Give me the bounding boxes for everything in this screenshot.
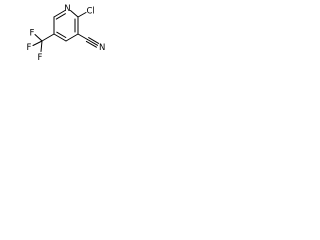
atom-label-fluorine-bottom: F (38, 53, 43, 63)
bond-cf3-f-bottom (40, 40, 43, 52)
bond-c4-c5 (53, 33, 67, 42)
atom-label-fluorine-left: F (27, 43, 32, 53)
bond-c4-c5-double (56, 31, 67, 38)
bond-cn-triple-2 (88, 37, 100, 44)
bond-c5-cf3 (41, 33, 55, 42)
trifluoromethyl-group (32, 33, 55, 52)
bond-cn-triple-3 (85, 40, 97, 48)
molecule-drawing: N Cl N F F F (27, 4, 106, 63)
atom-label-chlorine: Cl (87, 7, 95, 17)
atom-label-nitrile-nitrogen: N (99, 43, 105, 53)
structure-canvas: N Cl N F F F (0, 0, 115, 71)
bond-cn-triple-1 (87, 39, 98, 46)
bond-cf3-f-top (34, 34, 43, 42)
bond-c6-n1-double (55, 13, 66, 20)
bond-c3-c4 (65, 33, 79, 42)
nitrile-group (77, 33, 100, 48)
bond-c2-cl (77, 12, 87, 18)
bond-n1-c2 (70, 10, 79, 18)
atom-label-ring-nitrogen: N (64, 4, 70, 14)
atom-label-fluorine-top: F (30, 29, 35, 39)
bond-cf3-f-left (32, 40, 43, 46)
bond-c6-n1 (53, 10, 66, 18)
bond-c3-cn (77, 33, 88, 40)
pyridine-ring (53, 10, 79, 42)
